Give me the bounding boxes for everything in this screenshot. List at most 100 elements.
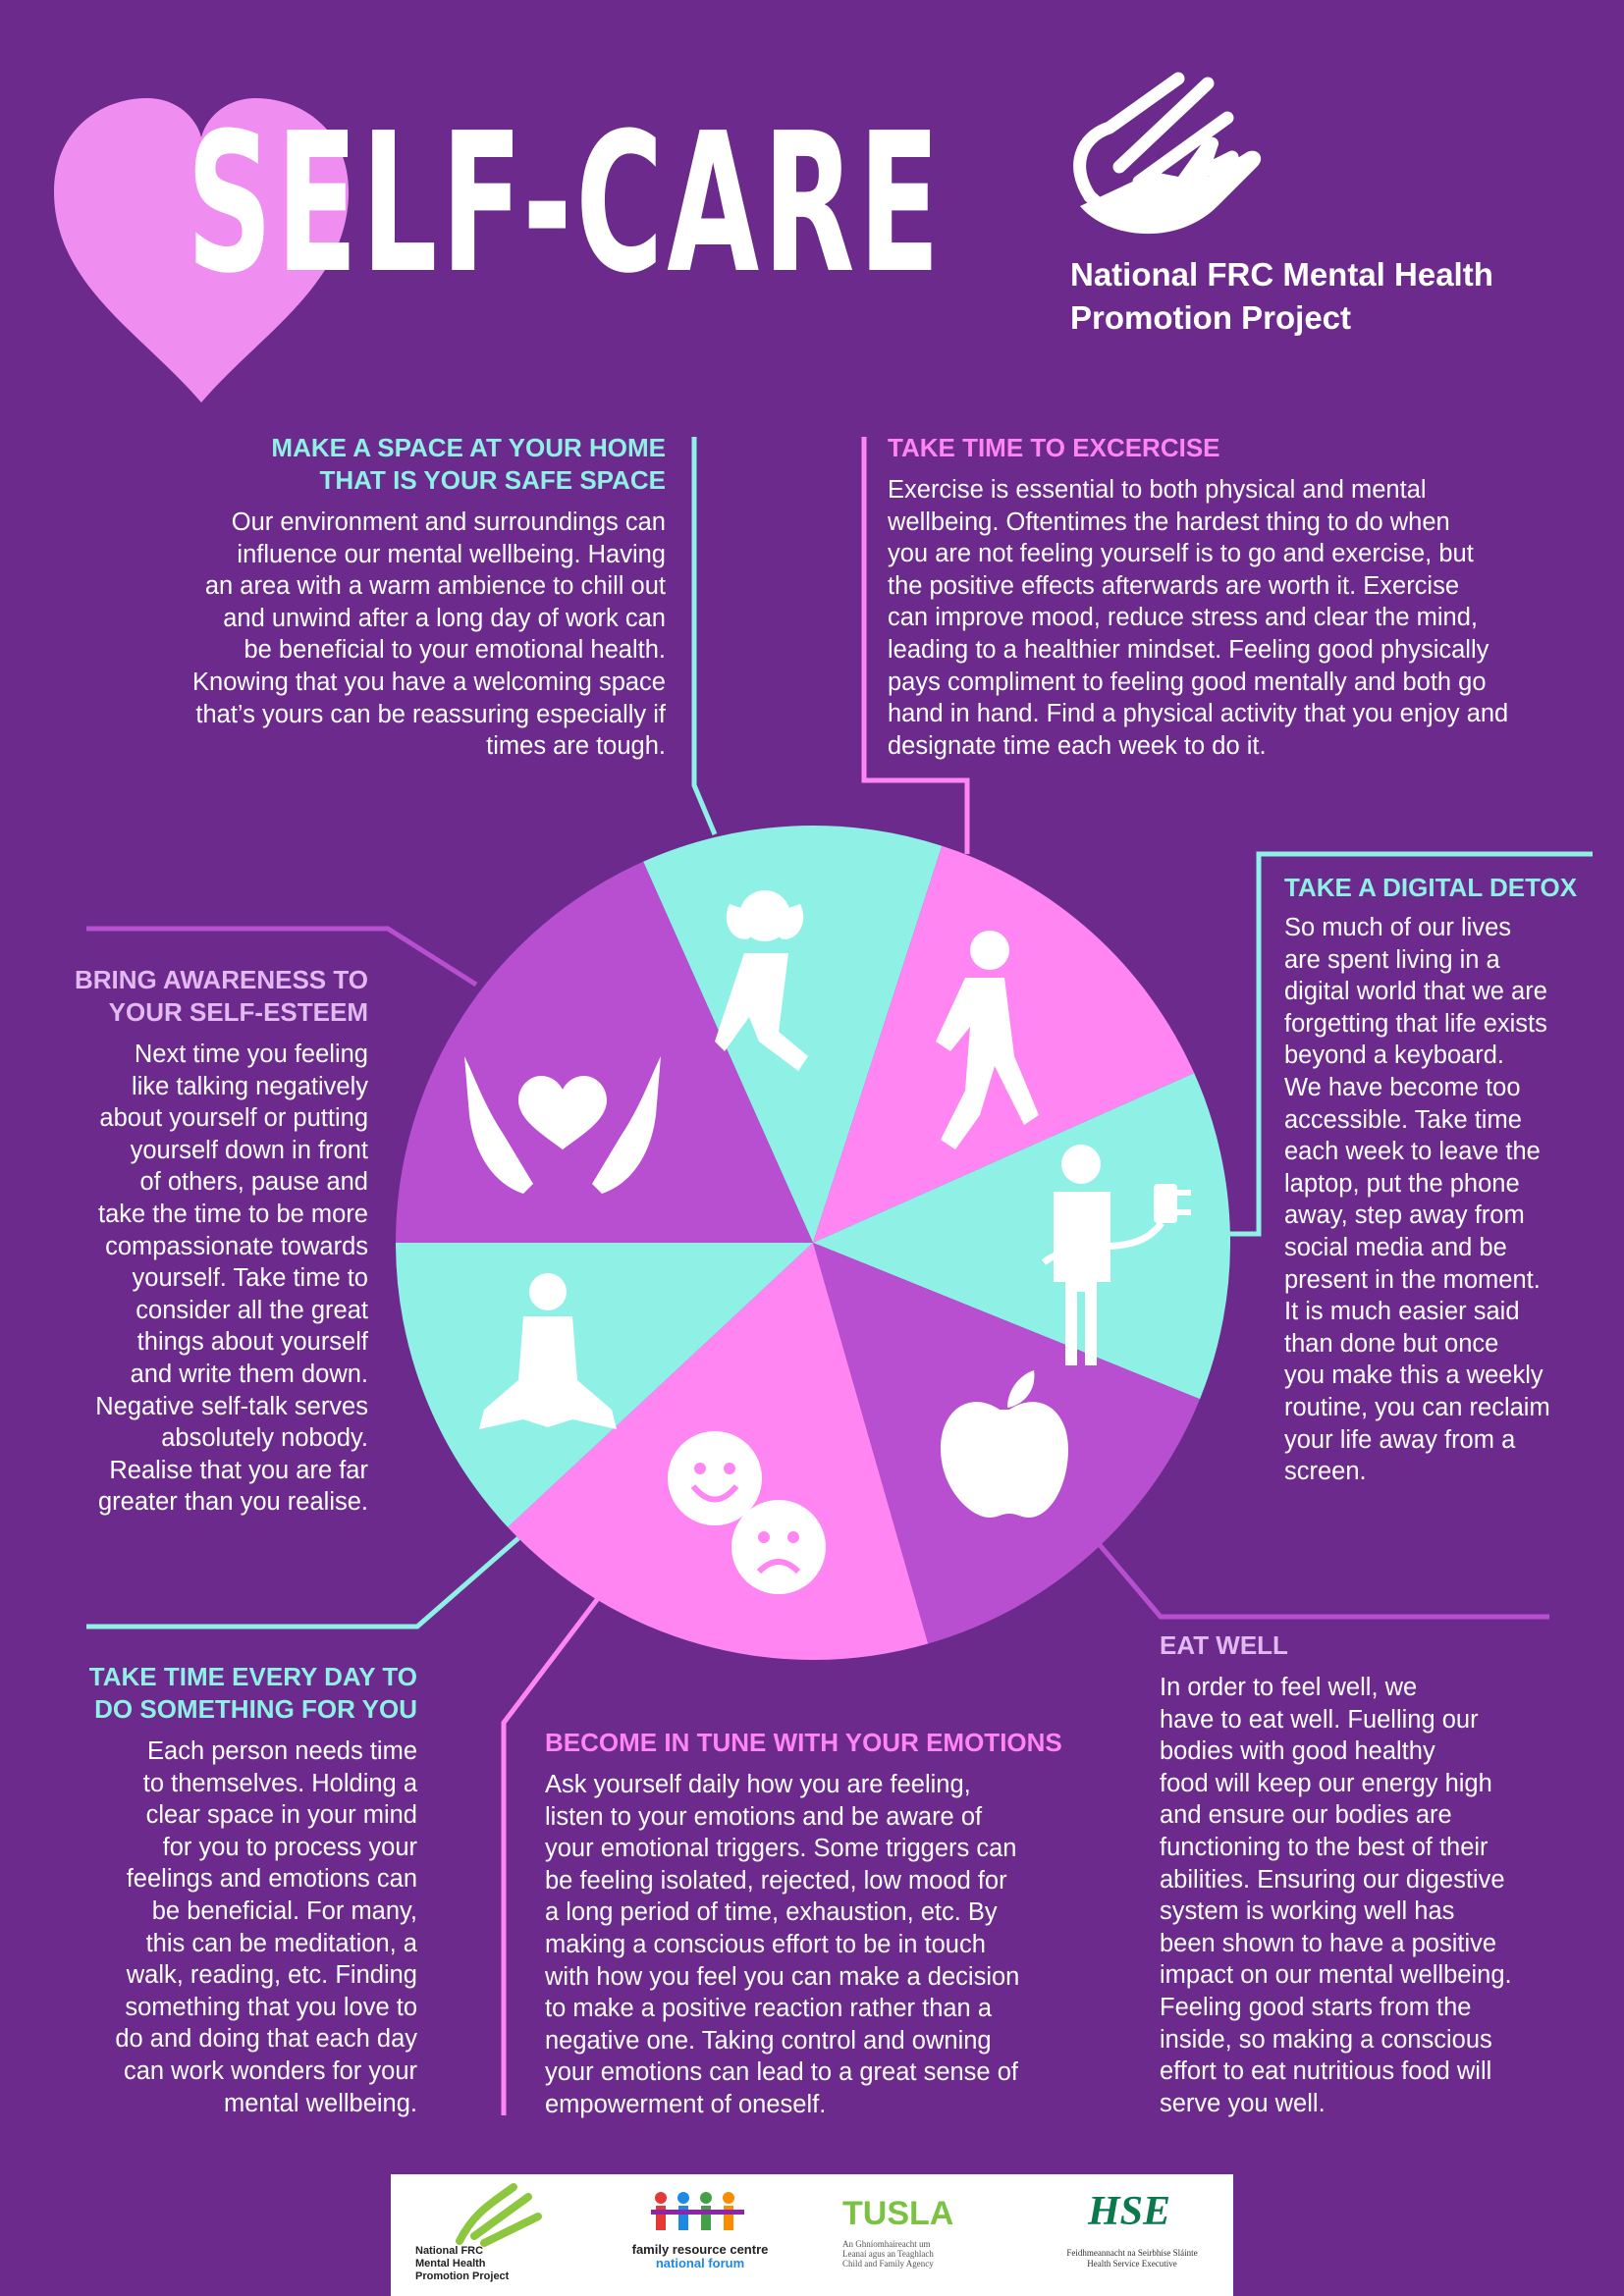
body-line: mental wellbeing. — [223, 2089, 417, 2117]
body-line: Ask yourself daily how you are feeling, — [545, 1771, 971, 1798]
connector-digital-detox — [1216, 851, 1593, 1237]
section-digital-detox: TAKE A DIGITAL DETOX So much of our live… — [1284, 872, 1618, 1488]
body-line: accessible. Take time — [1284, 1105, 1522, 1134]
logo-family-resource-centre: family resource centre national forum — [612, 2174, 788, 2296]
connector-safe-space — [691, 437, 718, 835]
section-body: Exercise is essential to both physical a… — [888, 474, 1575, 762]
logo-text-line: national forum — [655, 2256, 745, 2270]
section-body: Next time you feeling like talking negat… — [39, 1039, 368, 1519]
hands-heart-icon — [464, 1056, 661, 1194]
organization-title-line2: Promotion Project — [1070, 299, 1352, 336]
heading-line: TAKE A DIGITAL DETOX — [1284, 873, 1578, 902]
heading-line: TAKE TIME TO EXCERCISE — [888, 433, 1220, 462]
body-line: social media and be — [1284, 1233, 1507, 1261]
emotions-icon — [668, 1431, 826, 1594]
body-line: Exercise is essential to both physical a… — [888, 476, 1427, 504]
body-line: be beneficial. For many, — [151, 1896, 417, 1925]
section-body: Our environment and surroundings can inf… — [98, 507, 666, 763]
body-line: for you to process your — [162, 1833, 417, 1861]
connector-emotions — [501, 1595, 601, 2115]
section-heading: BECOME IN TUNE WITH YOUR EMOTIONS — [545, 1727, 1114, 1759]
body-line: routine, you can reclaim — [1284, 1393, 1550, 1421]
logo-text-line: Feidhmeannacht na Seirbhíse Sláinte — [1066, 2248, 1198, 2258]
heading-line: MAKE A SPACE AT YOUR HOME — [271, 433, 666, 462]
body-line: and ensure our bodies are — [1160, 1801, 1452, 1830]
body-line: bodies with good healthy — [1160, 1737, 1435, 1766]
body-line: abilities. Ensuring our digestive — [1160, 1865, 1505, 1894]
body-line: consider all the great — [135, 1296, 368, 1324]
footer-logos: National FRC Mental Health Promotion Pro… — [391, 2174, 1233, 2296]
section-body: Ask yourself daily how you are feeling, … — [545, 1769, 1114, 2121]
connector-self-esteem — [86, 926, 478, 988]
body-line: negative one. Taking control and owning — [545, 2026, 992, 2055]
body-line: can improve mood, reduce stress and clea… — [888, 604, 1478, 632]
organization-title: National FRC Mental Health Promotion Pro… — [1070, 253, 1581, 340]
body-line: wellbeing. Oftentimes the hardest thing … — [888, 507, 1450, 536]
body-line: like talking negatively — [132, 1072, 368, 1100]
people-chain-icon — [651, 2192, 744, 2230]
logo-text-line: An Ghníomhaireacht um — [842, 2239, 931, 2249]
body-line: food will keep our energy high — [1160, 1769, 1492, 1797]
body-line: So much of our lives — [1284, 914, 1512, 941]
body-line: the positive effects afterwards are wort… — [888, 571, 1460, 600]
meditation-icon — [479, 1273, 617, 1429]
organization-title-line1: National FRC Mental Health — [1070, 256, 1493, 293]
body-line: It is much easier said — [1284, 1298, 1520, 1326]
body-line: away, step away from — [1284, 1201, 1525, 1230]
body-line: you make this a weekly — [1284, 1362, 1543, 1390]
body-line: listen to your emotions and be aware of — [545, 1802, 983, 1831]
body-line: things about yourself — [136, 1328, 368, 1357]
body-line: designate time each week to do it. — [888, 731, 1267, 760]
body-line: be beneficial to your emotional health. — [244, 636, 666, 665]
self-care-wheel — [396, 826, 1230, 1660]
connector-something-for-you — [86, 1536, 520, 1629]
section-body: So much of our lives are spent living in… — [1284, 912, 1618, 1488]
heading-line: EAT WELL — [1160, 1630, 1288, 1660]
body-line: times are tough. — [486, 732, 666, 761]
section-heading: TAKE TIME TO EXCERCISE — [888, 432, 1575, 464]
body-line: empowerment of oneself. — [545, 2090, 827, 2118]
body-line: your emotions can lead to a great sense … — [545, 2058, 1018, 2087]
logo-text-line: Child and Family Agency — [842, 2259, 934, 2269]
body-line: serve you well. — [1160, 2089, 1326, 2117]
body-line: Knowing that you have a welcoming space — [192, 667, 666, 696]
body-line: a long period of time, exhaustion, etc. … — [545, 1898, 998, 1927]
body-line: and write them down. — [130, 1360, 368, 1388]
body-line: making a conscious effort to be in touch — [545, 1930, 986, 1958]
body-line: this can be meditation, a — [145, 1929, 417, 1957]
section-exercise: TAKE TIME TO EXCERCISE Exercise is essen… — [888, 432, 1575, 762]
body-line: effort to eat nutritious food will — [1160, 2057, 1492, 2086]
body-line: influence our mental wellbeing. Having — [237, 540, 666, 568]
body-line: greater than you realise. — [98, 1488, 368, 1517]
body-line: system is working well has — [1160, 1897, 1455, 1926]
section-safe-space: MAKE A SPACE AT YOUR HOME THAT IS YOUR S… — [98, 432, 666, 763]
heading-line: DO SOMETHING FOR YOU — [94, 1694, 417, 1724]
body-line: are spent living in a — [1284, 945, 1500, 974]
connector-exercise — [861, 437, 970, 854]
body-line: an area with a warm ambience to chill ou… — [204, 572, 666, 601]
body-line: inside, so making a conscious — [1160, 2025, 1492, 2054]
body-line: Negative self-talk serves — [95, 1392, 368, 1420]
body-line: functioning to the best of their — [1160, 1833, 1489, 1861]
body-line: be feeling isolated, rejected, low mood … — [545, 1866, 1007, 1895]
logo-tusla: TUSLA An Ghníomhaireacht um Leanaí agus … — [842, 2174, 1000, 2296]
heading-line: TAKE TIME EVERY DAY TO — [88, 1662, 417, 1691]
heart-icon — [54, 98, 349, 402]
section-something-for-you: TAKE TIME EVERY DAY TO DO SOMETHING FOR … — [59, 1661, 417, 2119]
body-line: In order to feel well, we — [1160, 1674, 1418, 1701]
walking-icon — [936, 931, 1039, 1149]
body-line: forgetting that life exists — [1284, 1009, 1547, 1038]
body-line: something that you love to — [125, 1993, 417, 2021]
body-line: compassionate towards — [105, 1232, 368, 1260]
body-line: hand in hand. Find a physical activity t… — [888, 700, 1509, 728]
section-self-esteem: BRING AWARENESS TO YOUR SELF-ESTEEM Next… — [39, 964, 368, 1519]
logo-hse: HSE Feidhmeannacht na Seirbhíse Sláinte … — [1034, 2174, 1230, 2296]
logo-text-line: National FRC — [415, 2245, 484, 2257]
body-line: Our environment and surroundings can — [231, 508, 666, 536]
body-line: and unwind after a long day of work can — [223, 604, 666, 632]
body-line: clear space in your mind — [145, 1801, 417, 1830]
relax-icon — [715, 890, 808, 1071]
section-body: Each person needs time to themselves. Ho… — [59, 1735, 417, 2119]
body-line: you are not feeling yourself is to go an… — [888, 540, 1474, 568]
